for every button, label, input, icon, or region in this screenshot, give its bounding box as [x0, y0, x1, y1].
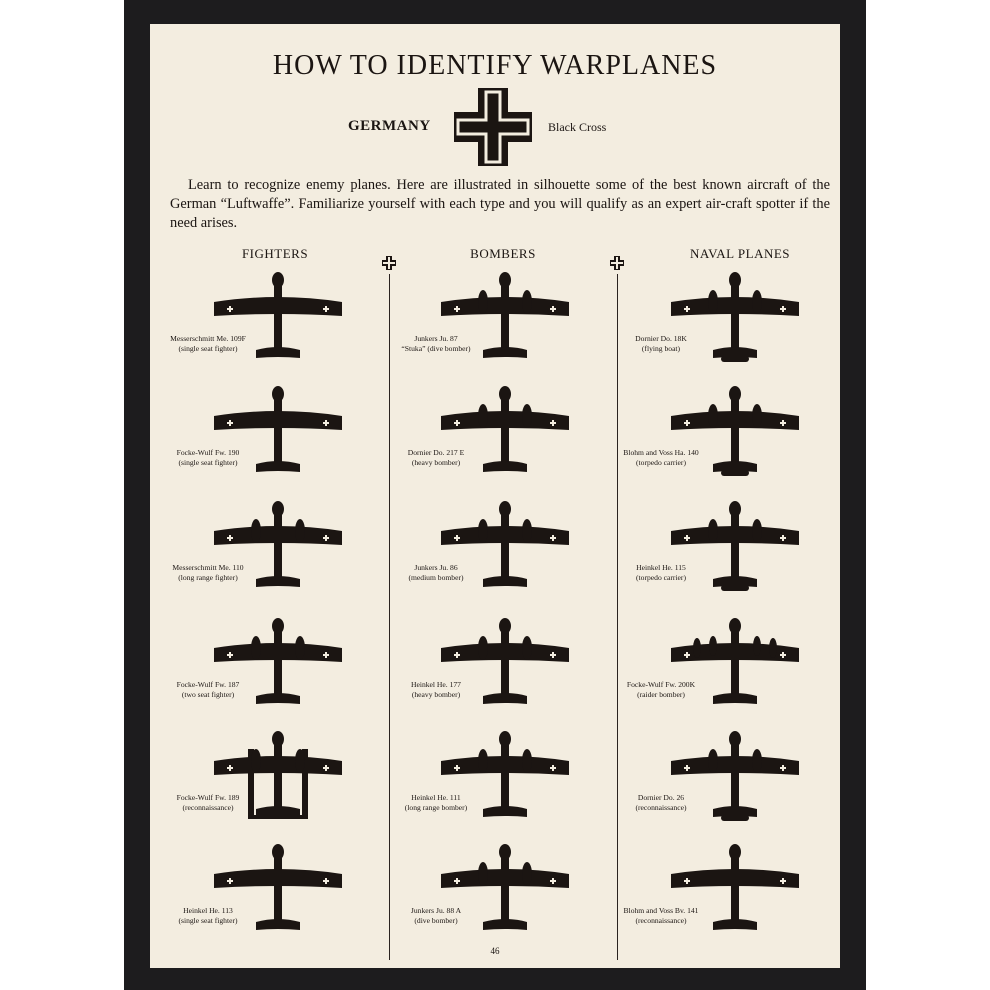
plane-name: Heinkel He. 177 [411, 680, 461, 689]
plane-name: Heinkel He. 115 [636, 563, 686, 572]
plane-label: Heinkel He. 177(heavy bomber) [376, 680, 496, 699]
plane-name: Focke-Wulf Fw. 187 [176, 680, 240, 689]
plane-label: Junkers Ju. 88 A(dive bomber) [376, 906, 496, 925]
small-cross-icon [610, 256, 624, 270]
page-title: HOW TO IDENTIFY WARPLANES [272, 50, 718, 81]
plane-name: Heinkel He. 111 [411, 793, 461, 802]
plane-label: Blohm and Voss Ha. 140(torpedo carrier) [601, 448, 721, 467]
plane-name: Focke-Wulf Fw. 189 [176, 793, 240, 802]
plane-role: (two seat fighter) [181, 689, 235, 699]
twin-engine-bomber-silhouette [435, 384, 575, 489]
plane-role: (raider bomber) [637, 689, 685, 699]
plane-role: (reconnaissance) [635, 915, 687, 925]
plane-role: (long range fighter) [178, 572, 238, 582]
plane-name: Messerschmitt Me. 109F [170, 334, 246, 343]
plane-role: (torpedo carrier) [636, 572, 686, 582]
dive-bomber-silhouette [435, 270, 575, 375]
plane-label: Messerschmitt Me. 109F(single seat fight… [148, 334, 268, 353]
plane-label: Heinkel He. 111(long range bomber) [376, 793, 496, 812]
poster-page: HOW TO IDENTIFY WARPLANES GERMANY Black … [150, 24, 840, 968]
column-heading-bombers: BOMBERS [470, 246, 536, 261]
twin-engine-bomber-silhouette [435, 842, 575, 947]
plane-name: Messerschmitt Me. 110 [172, 563, 244, 572]
twin-boom-silhouette [208, 729, 348, 834]
plane-name: Junkers Ju. 86 [414, 563, 458, 572]
plane-role: (medium bomber) [408, 572, 464, 582]
column-heading-fighters: FIGHTERS [241, 246, 309, 261]
small-cross-icon [382, 256, 396, 270]
twin-engine-fighter-silhouette [208, 499, 348, 604]
plane-role: (heavy bomber) [411, 457, 461, 467]
plane-role: (single seat fighter) [178, 915, 238, 925]
plane-role: (dive bomber) [414, 915, 458, 925]
plane-name: Heinkel He. 113 [183, 906, 233, 915]
floatplane-silhouette [665, 499, 805, 604]
radial-fighter-silhouette [208, 384, 348, 489]
plane-role: (single seat fighter) [178, 457, 238, 467]
plane-name: Dornier Do. 18K [635, 334, 687, 343]
asymmetric-plane-silhouette [665, 842, 805, 947]
plane-name: Dornier Do. 217 E [407, 448, 465, 457]
plane-name: Blohm and Voss Ha. 140 [623, 448, 699, 457]
country-label: GERMANY [348, 118, 431, 134]
plane-name: Junkers Ju. 87 [414, 334, 458, 343]
twin-engine-bomber-silhouette [435, 729, 575, 834]
column-heading-naval: NAVAL PLANES [689, 246, 791, 261]
page-number: 46 [490, 946, 500, 956]
plane-label: Messerschmitt Me. 110(long range fighter… [148, 563, 268, 582]
single-engine-fighter-silhouette [208, 842, 348, 947]
column-divider [389, 274, 390, 960]
plane-role: (reconnaissance) [635, 802, 687, 812]
flying-boat-silhouette [665, 729, 805, 834]
single-engine-fighter-silhouette [208, 270, 348, 375]
plane-label: Focke-Wulf Fw. 187(two seat fighter) [148, 680, 268, 699]
plane-role: (reconnaissance) [182, 802, 234, 812]
plane-label: Junkers Ju. 86(medium bomber) [376, 563, 496, 582]
twin-engine-bomber-silhouette [435, 616, 575, 721]
four-engine-silhouette [665, 616, 805, 721]
plane-role: (long range bomber) [404, 802, 468, 812]
plane-label: Dornier Do. 26(reconnaissance) [601, 793, 721, 812]
intro-paragraph: Learn to recognize enemy planes. Here ar… [170, 177, 830, 231]
plane-label: Focke-Wulf Fw. 190(single seat fighter) [148, 448, 268, 467]
plane-name: Focke-Wulf Fw. 200K [626, 680, 696, 689]
column-divider [617, 274, 618, 960]
plane-name: Dornier Do. 26 [637, 793, 685, 802]
plane-role: (single seat fighter) [178, 343, 238, 353]
black-cross-icon [454, 88, 532, 166]
plane-role: “Stuka” (dive bomber) [401, 343, 471, 353]
plane-label: Dornier Do. 217 E(heavy bomber) [376, 448, 496, 467]
plane-label: Junkers Ju. 87“Stuka” (dive bomber) [376, 334, 496, 353]
flying-boat-silhouette [665, 270, 805, 375]
plane-label: Dornier Do. 18K(flying boat) [601, 334, 721, 353]
plane-name: Focke-Wulf Fw. 190 [176, 448, 240, 457]
plane-role: (heavy bomber) [411, 689, 461, 699]
plane-name: Blohm and Voss Bv. 141 [623, 906, 699, 915]
twin-engine-bomber-silhouette [435, 499, 575, 604]
insignia-label: Black Cross [548, 120, 607, 134]
plane-role: (torpedo carrier) [636, 457, 686, 467]
plane-label: Heinkel He. 113(single seat fighter) [148, 906, 268, 925]
twin-engine-fighter-silhouette [208, 616, 348, 721]
plane-name: Junkers Ju. 88 A [410, 906, 462, 915]
plane-label: Focke-Wulf Fw. 200K(raider bomber) [601, 680, 721, 699]
floatplane-silhouette [665, 384, 805, 489]
plane-label: Blohm and Voss Bv. 141(reconnaissance) [601, 906, 721, 925]
plane-label: Focke-Wulf Fw. 189(reconnaissance) [148, 793, 268, 812]
plane-role: (flying boat) [641, 343, 681, 353]
plane-label: Heinkel He. 115(torpedo carrier) [601, 563, 721, 582]
